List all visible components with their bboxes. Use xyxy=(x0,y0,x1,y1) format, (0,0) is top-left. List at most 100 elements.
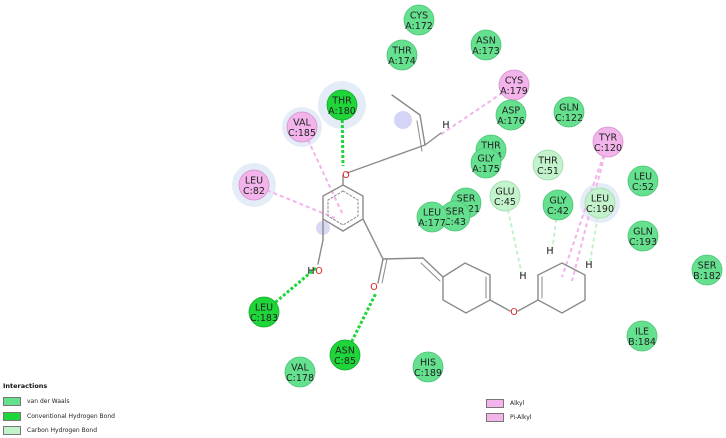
residue-id: C:189 xyxy=(414,368,442,379)
residue-disc xyxy=(470,29,502,61)
residue-id: C:43 xyxy=(444,217,466,228)
residue-name: CYS xyxy=(505,76,523,87)
residue-id: A:172 xyxy=(405,21,433,32)
ligand-structure xyxy=(317,94,586,314)
residue-name: GLN xyxy=(559,103,579,114)
residue-name: ASN xyxy=(335,346,355,357)
legend-item-carbon-hbond: Carbon Hydrogen Bond xyxy=(3,426,97,435)
residue-name: ILE xyxy=(635,327,649,338)
legend-label: Alkyl xyxy=(510,400,525,407)
ring-hydrogen-1: H xyxy=(519,271,526,282)
legend-swatch xyxy=(3,397,21,406)
residue-name: GLY xyxy=(549,196,566,207)
residue-name: LEU xyxy=(255,303,273,314)
bond xyxy=(377,258,384,284)
bond xyxy=(422,257,444,278)
residue-name: ASN xyxy=(476,36,496,47)
residue-id: C:82 xyxy=(243,186,265,197)
residue-id: A:173 xyxy=(472,46,500,57)
bond xyxy=(424,132,442,146)
residue-id: C:183 xyxy=(250,313,278,324)
legend-swatch xyxy=(3,412,21,421)
bond xyxy=(489,299,511,312)
residue-disc xyxy=(489,180,521,212)
residue-disc xyxy=(386,39,418,71)
carbonyl-oxygen: O xyxy=(370,282,377,293)
residue-disc xyxy=(532,149,564,181)
legend-label: Pi-Alkyl xyxy=(510,414,532,421)
bond xyxy=(346,144,426,174)
residue-name: SER xyxy=(446,207,465,218)
residue-disc xyxy=(284,356,316,388)
residue-disc xyxy=(416,201,448,233)
residue-disc xyxy=(329,339,361,371)
residue-disc xyxy=(691,254,723,286)
legend-item-conventional-hbond: Conventional Hydrogen Bond xyxy=(3,412,115,421)
residue-id: C:42 xyxy=(547,206,569,217)
residue-disc xyxy=(286,111,318,143)
residue-name: SER xyxy=(457,194,476,205)
residue-disc xyxy=(553,96,585,128)
residue-id: A:177 xyxy=(418,218,446,229)
residue-id: A:180 xyxy=(328,106,356,117)
bond xyxy=(317,239,324,265)
legend-item-alkyl: Alkyl xyxy=(486,399,524,408)
residue-id: C:52 xyxy=(632,182,654,193)
cyclohexene-ring-1 xyxy=(442,262,491,314)
residue-name: GLY xyxy=(477,154,494,165)
cyclohexene-ring-2 xyxy=(537,262,586,314)
residue-name: LEU xyxy=(591,194,609,205)
ether-oxygen-1: O xyxy=(342,170,349,181)
residue-id: A:176 xyxy=(497,116,525,127)
interaction-line-val-c185-3 xyxy=(301,126,344,216)
residue-name: LEU xyxy=(245,176,263,187)
residue-name: THR xyxy=(391,46,412,57)
residue-name: CYS xyxy=(410,11,428,22)
aromatic-ring-inner xyxy=(327,190,359,226)
residue-id: C:178 xyxy=(286,373,314,384)
residue-disc xyxy=(326,89,358,121)
residue-name: THR xyxy=(331,96,352,107)
ring-hydrogen-3: H xyxy=(585,260,592,271)
residue-id: C:120 xyxy=(594,143,622,154)
bond xyxy=(391,94,421,116)
residue-id: C:122 xyxy=(555,113,583,124)
residue-name: GLU xyxy=(495,187,514,198)
bond xyxy=(381,258,388,284)
legend-label: Conventional Hydrogen Bond xyxy=(27,413,115,420)
legend-swatch xyxy=(3,426,21,435)
residue-id: C:190 xyxy=(586,204,614,215)
bond xyxy=(416,120,423,152)
residue-id: B:182 xyxy=(693,271,721,282)
residue-name: THR xyxy=(537,156,558,167)
interaction-line-tyr-c120-9 xyxy=(561,141,609,278)
residue-name: VAL xyxy=(291,363,309,374)
residue-id: C:85 xyxy=(334,356,356,367)
ether-oxygen-2: O xyxy=(510,307,517,318)
residue-disc xyxy=(495,99,527,131)
legend-title: Interactions xyxy=(3,382,48,390)
residue-disc xyxy=(412,351,444,383)
residue-id: A:179 xyxy=(500,86,528,97)
ring-hydrogen-2: H xyxy=(546,246,553,257)
residue-disc xyxy=(403,4,435,36)
residue-name: LEU xyxy=(423,208,441,219)
bond xyxy=(517,299,539,312)
